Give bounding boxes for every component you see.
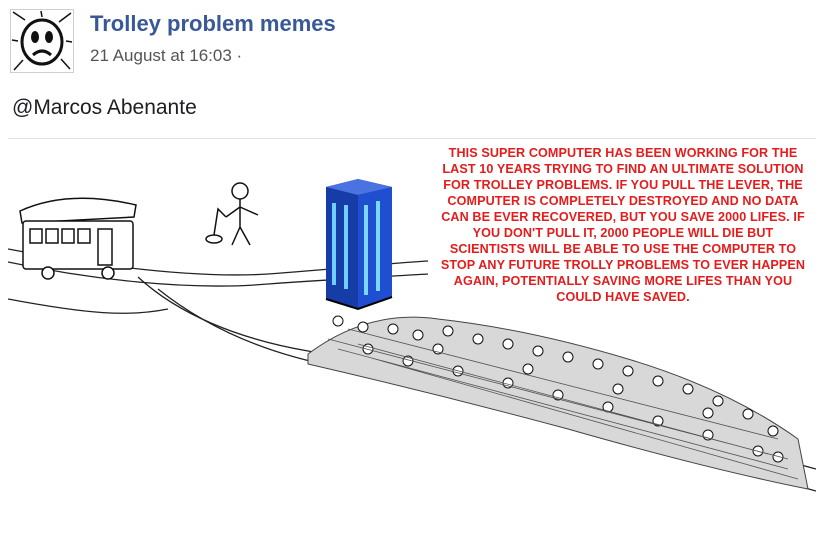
meme-image[interactable]: THIS SUPER COMPUTER HAS BEEN WORKING FOR… [8, 138, 816, 543]
sad-face-icon [11, 10, 73, 72]
post-text: @Marcos Abenante [12, 96, 197, 119]
supercomputer-icon [325, 179, 393, 311]
post-timestamp[interactable]: 21 August at 16:03 [90, 46, 232, 65]
page-name-link[interactable]: Trolley problem memes [90, 11, 336, 36]
post-meta: 21 August at 16:03 · [90, 46, 242, 66]
page-avatar[interactable] [10, 9, 74, 73]
trolley-illustration [8, 179, 816, 492]
privacy-separator: · [236, 46, 243, 65]
meme-caption: THIS SUPER COMPUTER HAS BEEN WORKING FOR… [440, 146, 806, 304]
lever-person [205, 182, 259, 246]
crowd-of-people [307, 315, 809, 490]
trolley [19, 197, 137, 280]
post-header: Trolley problem memes 21 August at 16:03… [0, 0, 824, 80]
